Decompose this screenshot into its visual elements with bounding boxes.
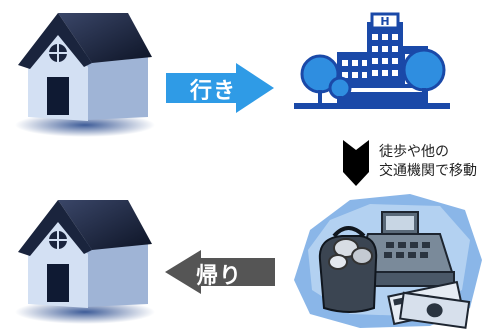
go-label: 行き <box>190 79 237 104</box>
hospital-sign: H <box>380 15 389 28</box>
go-arrow <box>166 63 274 113</box>
hospital-icon: H <box>294 12 450 109</box>
house-icon <box>15 13 155 137</box>
note-line-2: 交通機関で移動 <box>379 163 477 179</box>
house-icon <box>15 200 155 324</box>
note-line-1: 徒歩や他の <box>379 144 449 160</box>
chevron-down-icon <box>343 140 369 186</box>
cash-register-icon <box>294 194 482 329</box>
transfer-note: 徒歩や他の 交通機関で移動 <box>379 143 477 181</box>
return-arrow <box>165 250 275 294</box>
return-label: 帰り <box>196 264 243 289</box>
